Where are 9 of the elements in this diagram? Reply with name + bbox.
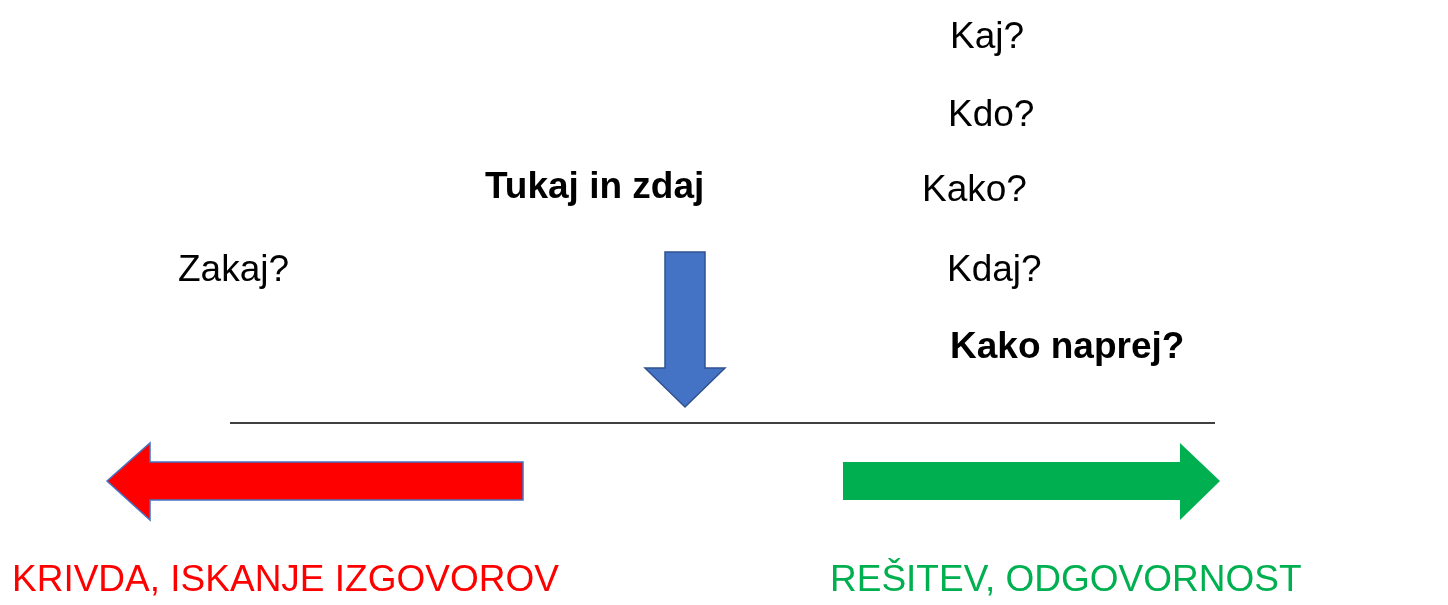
question-text: Kaj? (950, 15, 1025, 58)
caption-text: REŠITEV, ODGOVORNOST (830, 558, 1302, 601)
question-text: Kdaj? (947, 248, 1042, 291)
heading-text: Tukaj in zdaj (485, 165, 705, 208)
question-text: Zakaj? (178, 248, 290, 291)
question-text: Kako? (922, 168, 1027, 211)
question-text: Kdo? (948, 93, 1035, 136)
caption-text: KRIVDA, ISKANJE IZGOVOROV (12, 558, 559, 601)
question-text: Kako naprej? (950, 325, 1185, 368)
